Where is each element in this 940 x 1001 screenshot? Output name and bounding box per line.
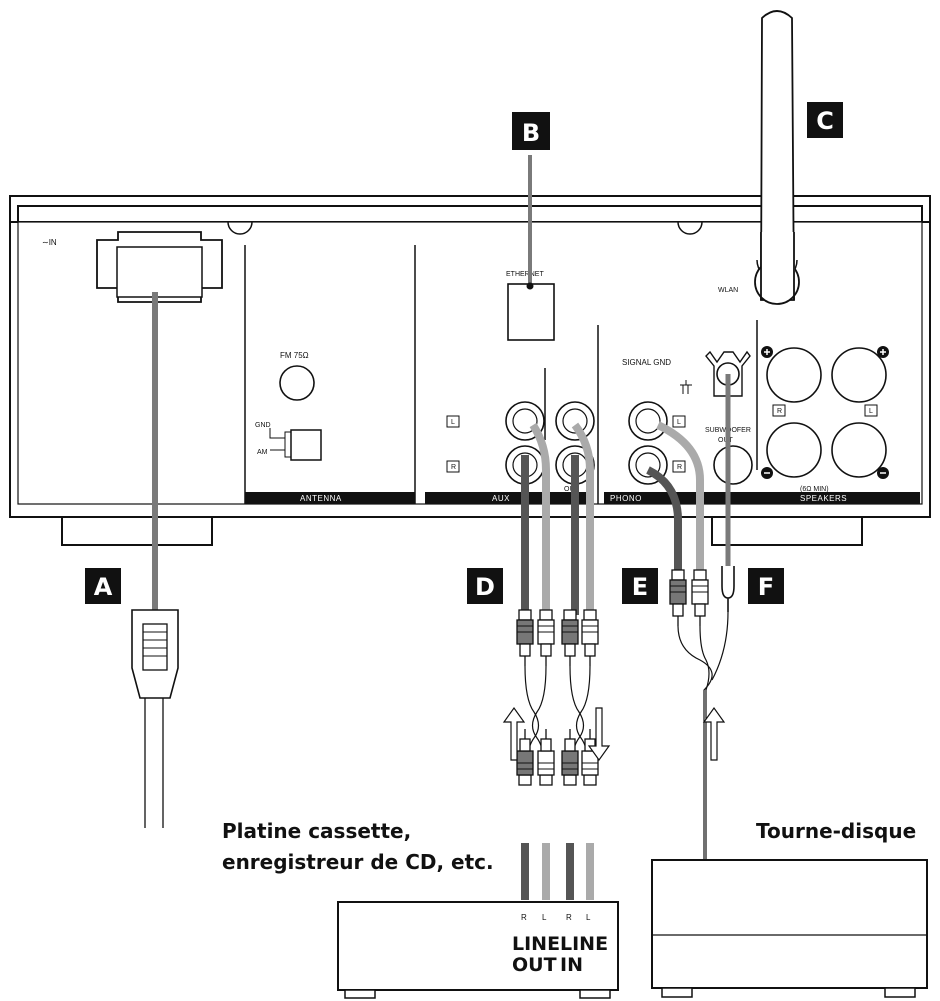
line-in-label-2: IN xyxy=(560,954,583,976)
jack-l-label-1: L xyxy=(542,913,547,922)
power-cord xyxy=(131,292,179,828)
jack-r-label-1: R xyxy=(521,913,527,922)
aux-section-label: AUX xyxy=(492,494,510,503)
callout-f-letter: F xyxy=(758,573,774,601)
speaker-terminals[interactable]: R L (6Ω MIN) xyxy=(761,346,889,493)
callout-d-letter: D xyxy=(475,573,495,601)
aux-l-marker: L xyxy=(451,419,455,426)
spk-r-marker: R xyxy=(777,408,782,415)
gnd-label: GND xyxy=(255,422,271,429)
cassette-deck: R L R L LINE OUT LINE IN xyxy=(337,901,619,999)
arrow-up-icon xyxy=(702,706,726,761)
phono-r-marker: R xyxy=(677,464,682,471)
callout-b-letter: B xyxy=(522,119,540,147)
callout-c: C xyxy=(807,102,843,138)
wlan-antenna xyxy=(754,10,800,305)
am-label: AM xyxy=(257,449,268,456)
ground-wire xyxy=(711,374,735,681)
aux-r-marker: R xyxy=(451,464,456,471)
phono-input-jacks[interactable]: L R xyxy=(628,401,686,485)
aux-cables xyxy=(502,422,611,900)
wlan-label: WLAN xyxy=(718,287,738,294)
arrow-up-icon xyxy=(502,706,526,761)
phono-section-label: PHONO xyxy=(610,494,642,503)
antenna-section-label: ANTENNA xyxy=(300,494,342,503)
callout-b: B xyxy=(512,112,550,150)
line-out-label-2: OUT xyxy=(512,954,557,976)
cassette-caption-2: enregistreur de CD, etc. xyxy=(222,850,494,874)
ac-in-label: ∼IN xyxy=(42,238,57,247)
spk-l-marker: L xyxy=(869,408,873,415)
signal-gnd-label: SIGNAL GND xyxy=(622,358,671,367)
callout-e-letter: E xyxy=(632,573,648,601)
callout-c-letter: C xyxy=(816,107,834,135)
ac-inlet[interactable]: ∼IN xyxy=(42,231,223,303)
fm-label: FM 75Ω xyxy=(280,351,309,360)
speakers-section-label: SPEAKERS xyxy=(800,494,847,503)
callout-a-letter: A xyxy=(94,573,113,601)
ethernet-port[interactable]: ETHERNET xyxy=(506,271,555,341)
impedance-label: (6Ω MIN) xyxy=(800,486,829,493)
ethernet-cable xyxy=(526,155,534,290)
callout-d: D xyxy=(467,568,503,604)
callout-f: F xyxy=(748,568,784,604)
jack-l-label-2: L xyxy=(586,913,591,922)
cassette-caption-1: Platine cassette, xyxy=(222,819,411,843)
am-antenna-terminal[interactable]: GND AM xyxy=(255,422,322,461)
ethernet-label: ETHERNET xyxy=(506,271,544,278)
callout-e: E xyxy=(622,568,658,604)
line-in-label-1: LINE xyxy=(560,933,608,955)
phono-l-marker: L xyxy=(677,419,681,426)
jack-r-label-2: R xyxy=(566,913,572,922)
line-out-label-1: LINE xyxy=(512,933,560,955)
turntable xyxy=(651,859,928,998)
fm-antenna-jack[interactable]: FM 75Ω xyxy=(279,351,315,401)
callout-a: A xyxy=(85,568,121,604)
arrow-down-icon xyxy=(587,707,611,762)
phono-cables xyxy=(646,421,726,860)
turntable-caption: Tourne-disque xyxy=(756,819,916,843)
signal-gnd-terminal[interactable]: SIGNAL GND xyxy=(622,350,751,397)
